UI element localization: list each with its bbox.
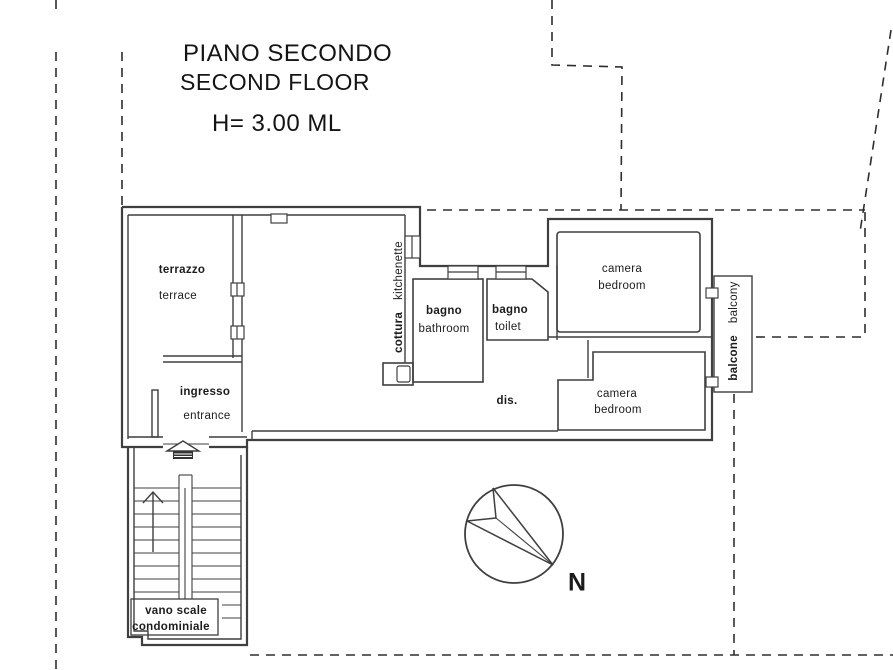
kitchenette-label-en: kitchenette — [393, 241, 405, 300]
toilet-label-it: bagno — [492, 304, 528, 316]
bedroom-top-label-it: camera — [601, 263, 643, 275]
compass-north-label: N — [567, 568, 587, 597]
entrance-label-en: entrance — [183, 410, 231, 422]
ceiling-height-note: H= 3.00 ML — [212, 110, 342, 137]
balcony-outline — [713, 275, 753, 393]
kitchenette-label: cottura kitchenette — [393, 241, 405, 353]
bedroom-bottom-room — [557, 351, 706, 431]
stairwell — [126, 447, 249, 647]
stair-treads — [134, 487, 241, 619]
bedroom-bottom-label-en: bedroom — [594, 404, 642, 416]
toilet-label-en: toilet — [494, 321, 522, 333]
closet-door — [396, 365, 411, 383]
stairwell-label-line2: condominiale — [132, 621, 210, 633]
stair-rails — [178, 474, 193, 599]
plan-title-italian: PIANO SECONDO — [183, 40, 393, 67]
closet-outline — [382, 362, 414, 386]
toilet-room — [486, 278, 549, 341]
stair-landing-box — [130, 598, 219, 636]
hallway-label: dis. — [496, 395, 518, 407]
bathroom-label-en: bathroom — [418, 323, 470, 335]
entrance-door-icon — [163, 440, 209, 459]
bedroom-bottom-label-it: camera — [596, 388, 638, 400]
bedroom-top-room — [556, 231, 701, 333]
window-symbols — [230, 213, 719, 388]
terrace-label-it: terrazzo — [158, 264, 206, 276]
stairs-direction-arrow-icon — [142, 490, 164, 552]
boundary-dashed-lines — [55, 0, 893, 670]
apartment-interior-walls — [127, 214, 712, 440]
entrance-label-it: ingresso — [179, 386, 231, 398]
kitchenette-label-it: cottura — [393, 311, 405, 353]
compass-icon — [464, 484, 564, 584]
balcony-label-it: balcone — [728, 335, 740, 381]
stairwell-label-line1: vano scale — [145, 605, 207, 617]
bathroom-label-it: bagno — [426, 305, 462, 317]
plan-title-english: SECOND FLOOR — [180, 69, 371, 95]
balcony-label: balcone balcony — [728, 281, 740, 380]
balcony-label-en: balcony — [728, 281, 740, 324]
terrace-label-en: terrace — [159, 290, 197, 302]
bedroom-top-label-en: bedroom — [598, 280, 646, 292]
